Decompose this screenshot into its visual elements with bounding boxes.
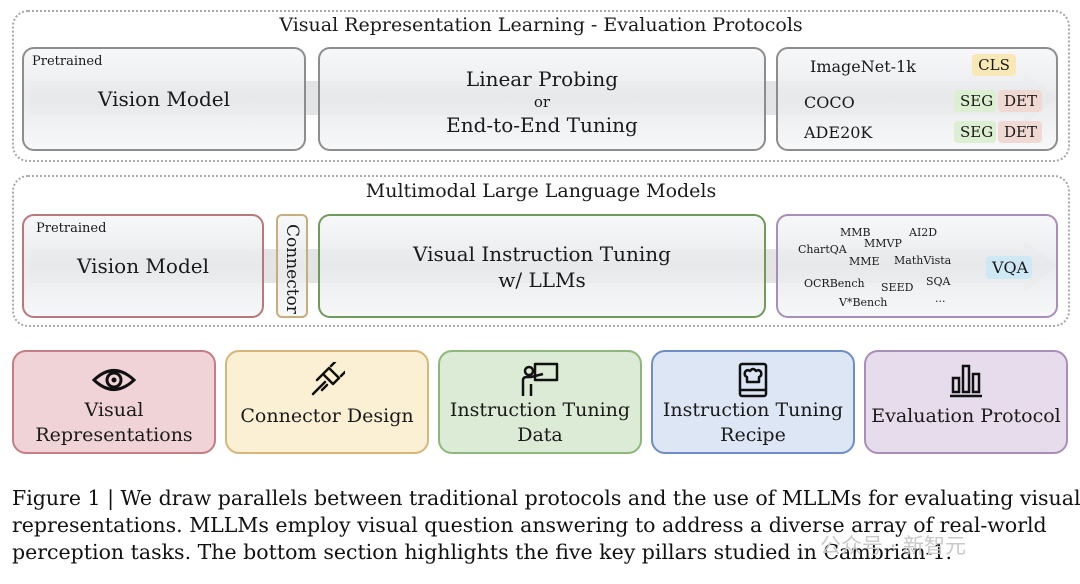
instruction-tuning-box: Visual Instruction Tuning w/ LLMs bbox=[318, 214, 766, 318]
vision-model-label: Vision Model bbox=[98, 87, 230, 111]
dataset-coco: COCO bbox=[804, 93, 855, 112]
figure-caption-line1: Figure 1 | We draw parallels between tra… bbox=[12, 486, 1080, 510]
pillar-label-line1: Connector Design bbox=[240, 405, 414, 427]
dataset-imagenet: ImageNet-1k bbox=[810, 57, 916, 76]
pillar-label-line1: Instruction Tuning bbox=[662, 399, 844, 421]
benchmark-mmb: MMB bbox=[840, 226, 871, 239]
pillar-instruction-tuning-data: Instruction Tuning Data bbox=[438, 350, 642, 454]
pillar-visual-representations: Visual Representations bbox=[12, 350, 216, 454]
section1-vision-model-box: Pretrained Vision Model bbox=[22, 47, 306, 151]
dataset-ade20k: ADE20K bbox=[804, 123, 873, 142]
pillar-evaluation-protocol: Evaluation Protocol bbox=[864, 350, 1068, 454]
pretrained-tag: Pretrained bbox=[32, 54, 103, 69]
task-badge-seg: SEG bbox=[954, 121, 996, 143]
task-badge-cls: CLS bbox=[972, 54, 1016, 76]
datasets-box: ImageNet-1k CLS COCO SEG DET ADE20K SEG … bbox=[776, 47, 1058, 151]
benchmark-ellipsis: ... bbox=[935, 292, 946, 305]
plug-icon bbox=[309, 362, 345, 398]
task-badge-det: DET bbox=[998, 121, 1042, 143]
benchmark-mme: MME bbox=[849, 255, 880, 268]
section2-title: Multimodal Large Language Models bbox=[365, 180, 717, 202]
pillar-label-line1: Evaluation Protocol bbox=[871, 405, 1061, 427]
pillar-label-line2: Data bbox=[517, 424, 563, 446]
section1-title: Visual Representation Learning - Evaluat… bbox=[279, 14, 803, 36]
benchmark-mathvista: MathVista bbox=[894, 254, 952, 267]
figure-caption-line2: representations. MLLMs employ visual que… bbox=[12, 513, 1047, 537]
benchmark-vstar-bench: V*Bench bbox=[839, 296, 888, 309]
benchmark-seed: SEED bbox=[881, 281, 914, 294]
pillar-label-line1: Visual bbox=[84, 399, 144, 421]
benchmark-mmvp: MMVP bbox=[864, 237, 902, 250]
pillar-label-line2: Representations bbox=[35, 424, 193, 446]
pillar-label-line2: Recipe bbox=[720, 424, 786, 446]
pillar-connector-design: Connector Design bbox=[225, 350, 429, 454]
benchmarks-box: MMB AI2D ChartQA MMVP MME MathVista OCRB… bbox=[776, 214, 1058, 318]
benchmark-ocrbench: OCRBench bbox=[804, 277, 865, 290]
figure-caption-line3: perception tasks. The bottom section hig… bbox=[12, 540, 953, 564]
linear-probing-label: Linear Probing bbox=[465, 67, 619, 91]
benchmark-ai2d: AI2D bbox=[909, 226, 938, 239]
bar-chart-icon bbox=[948, 362, 984, 398]
task-badge-seg: SEG bbox=[954, 90, 996, 112]
visual-instruction-tuning-label: Visual Instruction Tuning bbox=[413, 242, 671, 266]
section-mllms bbox=[12, 175, 1070, 327]
recipe-book-icon bbox=[737, 362, 769, 398]
pillar-label-line1: Instruction Tuning bbox=[449, 399, 631, 421]
presenter-icon bbox=[521, 362, 559, 398]
probing-box: Linear Probing or End-to-End Tuning bbox=[318, 47, 766, 151]
benchmark-chartqa: ChartQA bbox=[798, 243, 847, 256]
or-label: or bbox=[533, 93, 551, 111]
task-badge-det: DET bbox=[998, 90, 1042, 112]
output-badge-vqa: VQA bbox=[986, 256, 1032, 279]
end-to-end-tuning-label: End-to-End Tuning bbox=[446, 113, 638, 137]
section-evaluation-protocols bbox=[12, 10, 1070, 162]
pretrained-tag: Pretrained bbox=[36, 221, 107, 236]
connector-label: Connector bbox=[282, 224, 302, 314]
with-llms-label: w/ LLMs bbox=[498, 268, 586, 292]
section2-vision-model-box: Pretrained Vision Model bbox=[22, 214, 264, 318]
watermark: 公众号 · 新智元 bbox=[820, 534, 967, 558]
pillar-instruction-tuning-recipe: Instruction Tuning Recipe bbox=[651, 350, 855, 454]
benchmark-sqa: SQA bbox=[926, 275, 951, 288]
connector-box: Connector bbox=[276, 214, 308, 318]
vision-model-label: Vision Model bbox=[77, 254, 209, 278]
eye-icon bbox=[92, 362, 136, 398]
